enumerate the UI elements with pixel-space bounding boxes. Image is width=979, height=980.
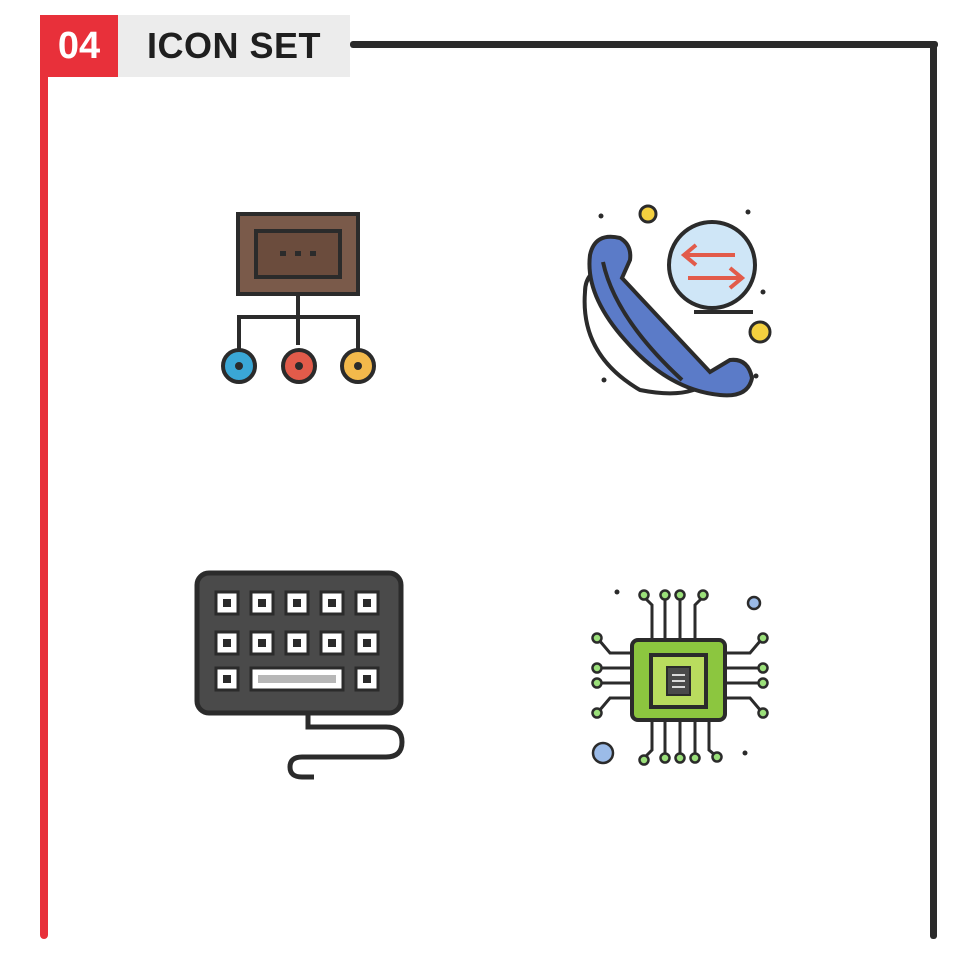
call-transfer-icon (582, 204, 772, 398)
hierarchy-network-icon (221, 212, 376, 384)
keyboard-icon (194, 570, 405, 780)
number-badge: 04 (40, 15, 118, 77)
frame-left-line (40, 72, 48, 939)
frame-top-line (350, 41, 938, 48)
page-title: ICON SET (118, 15, 350, 77)
frame-right-line (930, 41, 937, 939)
microchip-icon (591, 589, 769, 766)
